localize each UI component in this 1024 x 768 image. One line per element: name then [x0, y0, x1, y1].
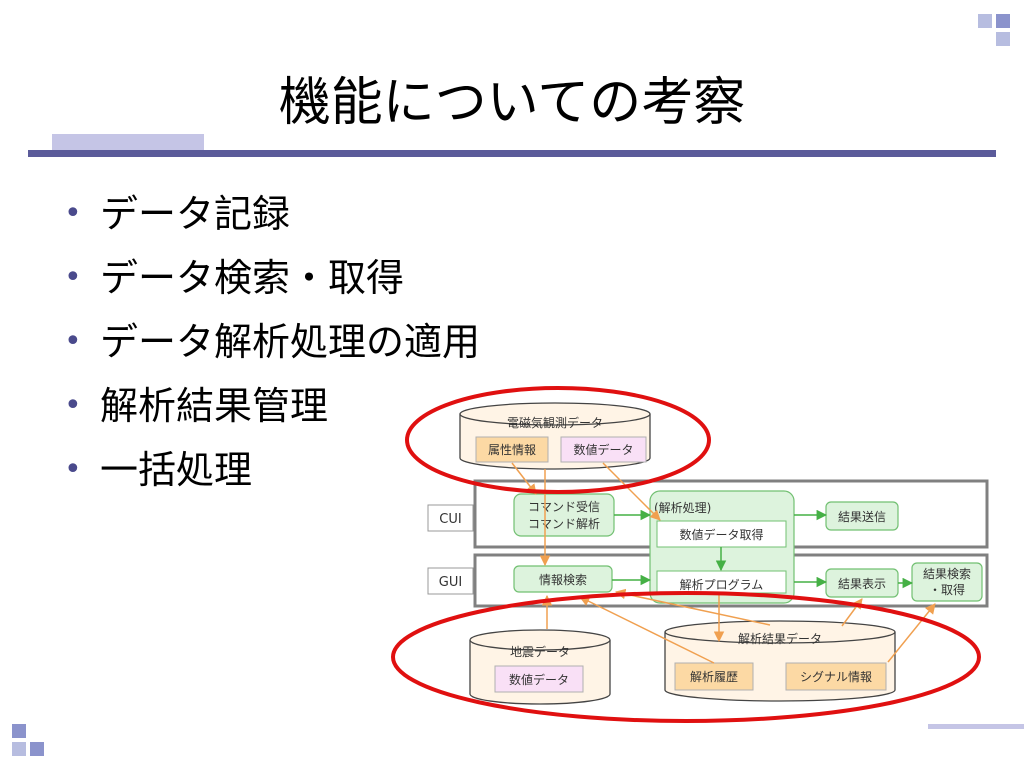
em-database: 電磁気観測データ 属性情報 数値データ — [459, 402, 651, 470]
program-label: 解析プログラム — [680, 578, 764, 592]
analysis-container: (解析処理) 数値データ取得 解析プログラム — [649, 490, 795, 604]
bullet-text: データ検索・取得 — [100, 256, 405, 300]
bullet-item: • 一括処理 — [58, 438, 480, 502]
arrow-value-to-analysis — [602, 462, 661, 521]
history-box — [674, 662, 754, 691]
title-divider — [28, 150, 996, 157]
display-result-label: 結果表示 — [838, 577, 886, 591]
cui-lane-label: CUI — [439, 512, 461, 527]
attr-box — [475, 436, 549, 463]
quake-value-label: 数値データ — [509, 672, 569, 687]
data-get-label: 数値データ取得 — [679, 527, 763, 542]
send-result-box: 結果送信 — [825, 501, 899, 531]
bullet-dot-icon: • — [64, 196, 82, 231]
arrow-resultdb-to-resultsearch — [887, 603, 936, 663]
bullet-list: • データ記録 • データ検索・取得 • データ解析処理の適用 • 解析結果管理 • 一括… — [58, 182, 480, 502]
info-search-label: 情報検索 — [539, 573, 587, 587]
bullet-text: 一括処理 — [100, 448, 253, 492]
command-box: コマンド受信 コマンド解析 — [513, 493, 615, 537]
command-line2: コマンド解析 — [528, 517, 600, 531]
bullet-item: • データ記録 — [58, 182, 480, 246]
result-search-line1: 結果検索 — [923, 567, 971, 581]
cui-lane-label-box — [427, 504, 474, 532]
result-database-title: 解析結果データ — [738, 631, 822, 646]
value-label: 数値データ — [573, 442, 633, 457]
signal-label: シグナル情報 — [800, 670, 872, 684]
gui-lane-label-box — [427, 567, 474, 595]
gui-lane-label: GUI — [439, 575, 462, 590]
quake-database-title: 地震データ — [510, 644, 570, 659]
slide-title: 機能についての考察 — [278, 73, 746, 133]
value-box — [560, 436, 647, 463]
result-search-box: 結果検索 ・取得 — [911, 562, 983, 602]
bullet-item: • データ検索・取得 — [58, 246, 480, 310]
bullet-item: • 解析結果管理 — [58, 374, 480, 438]
highlight-ellipse-top — [405, 386, 711, 494]
arrow-result-to-search — [614, 588, 771, 626]
bullet-dot-icon: • — [64, 452, 82, 487]
bullet-item: • データ解析処理の適用 — [58, 310, 480, 374]
bullet-dot-icon: • — [64, 324, 82, 359]
bullet-dot-icon: • — [64, 388, 82, 423]
display-result-box: 結果表示 — [825, 568, 899, 598]
signal-box — [785, 662, 887, 691]
data-get-box — [656, 520, 787, 548]
footer-accent-line — [928, 724, 1024, 729]
analysis-label: (解析処理) — [654, 501, 711, 515]
bullet-text: 解析結果管理 — [100, 384, 329, 428]
history-label: 解析履歴 — [690, 670, 738, 684]
title-accent-block — [52, 134, 204, 150]
quake-database: 地震データ 数値データ — [469, 629, 611, 705]
bullet-text: データ記録 — [100, 192, 291, 236]
bullet-dot-icon: • — [64, 260, 82, 295]
highlight-ellipse-bottom — [391, 591, 981, 723]
bullet-text: データ解析処理の適用 — [100, 320, 481, 364]
result-database: 解析結果データ 解析履歴 シグナル情報 — [664, 620, 896, 702]
send-result-label: 結果送信 — [838, 509, 886, 524]
em-database-title: 電磁気観測データ — [507, 415, 603, 430]
arrow-history-to-search — [579, 596, 715, 664]
command-line1: コマンド受信 — [528, 500, 600, 514]
result-search-line2: ・取得 — [929, 582, 965, 597]
attr-label: 属性情報 — [488, 443, 536, 457]
quake-value-box — [494, 665, 584, 693]
arrow-attr-to-cmd — [511, 462, 537, 495]
info-search-box: 情報検索 — [513, 565, 613, 593]
